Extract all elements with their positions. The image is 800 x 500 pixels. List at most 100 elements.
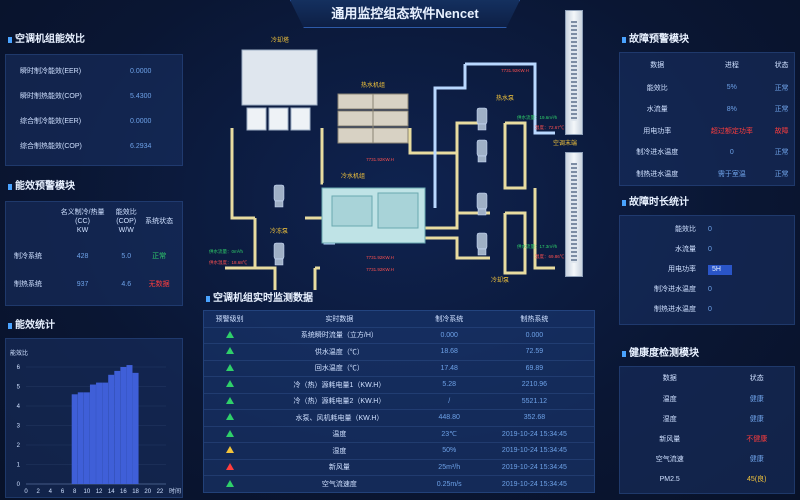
efficiency-row-label: 瞬时制热能效(COP) xyxy=(20,93,82,100)
table-header-row: 数据状态 xyxy=(620,367,794,389)
table-header-cell: 名义制冷/热量 (CC) KW xyxy=(60,208,105,234)
chart-xtick: 4 xyxy=(49,489,53,495)
warning-level-cell xyxy=(204,476,255,493)
cooling-value: 50% xyxy=(442,447,457,455)
warning-triangle-icon xyxy=(225,396,234,404)
warning-triangle-icon xyxy=(225,446,234,454)
fault-time-value: 0 xyxy=(708,286,712,293)
chart-bar xyxy=(102,382,109,484)
health-status: 不健康 xyxy=(746,436,768,443)
chart-xtick: 14 xyxy=(108,489,115,495)
fault-status: 正常 xyxy=(774,106,789,114)
warning-level-cell xyxy=(204,459,255,476)
chart-bar xyxy=(132,372,139,484)
efficiency-warning-title: 能效预警模块 xyxy=(5,179,183,195)
supply-temp-right-1: 温度：72.67℃ xyxy=(535,124,565,131)
ac-end-cabinet-top xyxy=(565,10,583,135)
fault-name: 能效比 xyxy=(646,84,668,92)
app-title: 通用监控组态软件Nencet xyxy=(331,6,479,21)
pipe-reading-lower-1: 7731.92KW.H xyxy=(366,255,394,260)
chiller-lower-right-pipe xyxy=(425,236,490,260)
cooling-value: 448.80 xyxy=(438,414,460,422)
pipe-reading-top: 7731.92KW.H xyxy=(501,68,529,73)
efficiency-row: 综合制冷能效(EER)0.0000 xyxy=(6,109,182,134)
fault-time-label: 能效比 xyxy=(675,226,696,233)
efficiency-row-label: 综合制冷能效(EER) xyxy=(20,118,82,125)
warning-triangle-icon xyxy=(225,413,234,421)
fault-progress: 5% xyxy=(726,84,737,92)
hvac-efficiency-title: 空调机组能效比 xyxy=(5,32,183,48)
row-capacity: 937 xyxy=(76,280,89,288)
heating-value: 5521.12 xyxy=(521,397,548,405)
cooling-value: / xyxy=(448,397,451,405)
hot-pump-label: 热水泵 xyxy=(496,94,514,102)
ac-end-pipe xyxy=(533,188,555,270)
fault-name: 用电功率 xyxy=(643,127,672,135)
heating-value: 352.68 xyxy=(523,414,546,422)
warning-level-cell xyxy=(204,410,255,427)
table-header-row: 数据进程状态 xyxy=(620,53,794,77)
chart-xtick: 12 xyxy=(96,489,103,495)
fault-time-value: 0 xyxy=(708,306,712,313)
hot-water-unit: 热水机组 xyxy=(337,81,409,144)
chart-ytick: 4 xyxy=(17,404,21,410)
fault-name: 制冷进水温度 xyxy=(636,149,679,157)
cooling-supply-pipe xyxy=(320,128,324,185)
chart-xtick: 20 xyxy=(144,489,151,495)
upper-right-riser-pipe xyxy=(455,121,485,213)
table-row: 新风量不健康 xyxy=(620,429,794,449)
health-status: 健康 xyxy=(749,456,764,463)
chart-bar xyxy=(126,365,133,484)
warning-level-cell xyxy=(204,393,255,410)
chilled-pump-label: 冷冻泵 xyxy=(270,227,288,235)
cooling-value: 18.68 xyxy=(440,348,458,356)
table-header-cell: 制热系统 xyxy=(520,315,549,323)
title-bar: 通用监控组态软件Nencet xyxy=(290,0,520,28)
supply-temp-left: 供水温度：18.68℃ xyxy=(209,259,248,266)
fault-status: 正常 xyxy=(774,170,789,178)
efficiency-row-label: 瞬时制冷能效(EER) xyxy=(20,68,82,75)
fault-name: 水流量 xyxy=(646,106,668,114)
fault-time-value: 5H xyxy=(708,265,732,275)
health-metric: 湿度 xyxy=(662,416,677,423)
cooling-value: 25m³/h xyxy=(438,463,461,471)
health-metric: PM2.5 xyxy=(659,475,680,483)
chart-xtick: 0 xyxy=(24,489,28,495)
cooling-pump-1 xyxy=(476,192,488,216)
chart-ytick: 2 xyxy=(17,443,21,449)
chart-ytick: 3 xyxy=(17,424,21,430)
cooling-pump-2 xyxy=(476,232,488,256)
efficiency-row: 瞬时制冷能效(EER)0.0000 xyxy=(6,59,182,84)
row-cop: 4.6 xyxy=(121,280,132,288)
fault-progress: 需于室温 xyxy=(717,170,746,178)
heating-value: 0.000 xyxy=(525,331,544,339)
metric-name: 供水温度（℃） xyxy=(314,348,364,356)
cooling-return-pipe xyxy=(230,128,255,220)
realtime-title: 空调机组实时监测数据 xyxy=(203,291,595,307)
warning-level-cell xyxy=(204,360,255,377)
chart-bar xyxy=(96,382,103,484)
metric-name: 回水温度（℃） xyxy=(314,365,364,373)
heating-value: 72.59 xyxy=(525,348,544,356)
hot-water-unit-label: 热水机组 xyxy=(361,81,385,89)
ac-end-cabinet-bottom xyxy=(565,152,583,277)
table-row: 制热进水温度需于室温正常 xyxy=(620,163,794,185)
fault-time-title: 故障时长统计 xyxy=(619,195,795,211)
table-row: 温度健康 xyxy=(620,389,794,409)
supply-temp-right-2: 温度：69.86℃ xyxy=(535,253,565,260)
warning-level-cell xyxy=(204,426,255,443)
cooling-value: 23℃ xyxy=(441,431,458,439)
